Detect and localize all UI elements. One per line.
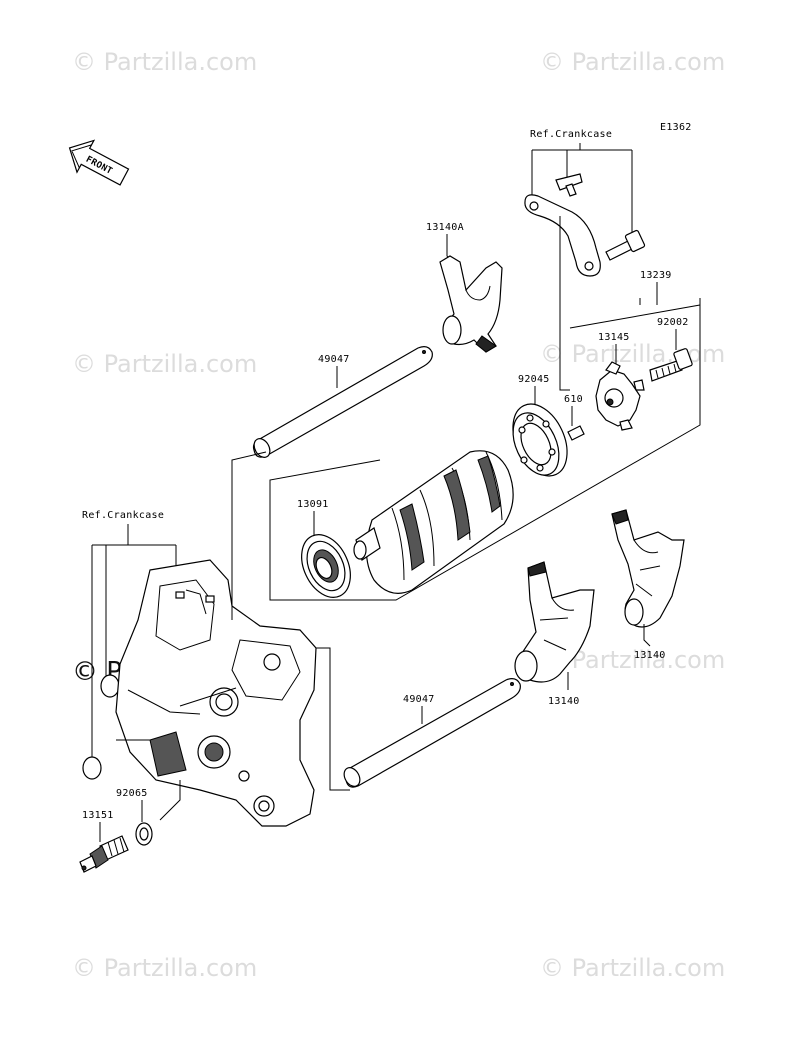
watermark-top-left: © Partzilla.com [72, 48, 257, 76]
label-13151: 13151 [82, 810, 114, 821]
bearing-13091: 13091 [297, 499, 351, 598]
watermark-bottom-left: © Partzilla.com [72, 954, 257, 982]
label-610: 610 [564, 394, 583, 405]
bearing-92045: 92045 [512, 374, 568, 477]
label-13145: 13145 [598, 332, 630, 343]
bolt-92002: 92002 [649, 317, 693, 382]
neutral-switch-13151: 13151 [79, 810, 129, 873]
watermark-bottom-right: © Partzilla.com [540, 954, 725, 982]
crankcase-housing [115, 559, 317, 827]
label-13239: 13239 [640, 270, 672, 281]
label-49047-top: 49047 [318, 354, 350, 365]
label-13140-right: 13140 [634, 650, 666, 661]
front-arrow: FRONT [68, 139, 130, 186]
label-92002: 92002 [657, 317, 689, 328]
shift-cam-13145: 13145 [595, 332, 645, 431]
pin-610: 610 [564, 394, 585, 441]
label-13091: 13091 [297, 499, 329, 510]
dowel-pin-upper [100, 674, 120, 698]
shift-fork-13140-mid: 13140 [514, 561, 595, 707]
watermark-mid-left: © Partzilla.com [72, 350, 257, 378]
ref-crankcase-top-group: Ref.Crankcase [524, 129, 646, 391]
bracket-bolt [605, 229, 646, 261]
watermark-top-right: © Partzilla.com [540, 48, 725, 76]
shift-rod-49047-bottom: 49047 [316, 647, 521, 791]
watermark-mid-right: © Partzilla.com [540, 340, 725, 368]
shift-rod-49047-top: 49047 [252, 346, 433, 458]
label-92065: 92065 [116, 788, 148, 799]
washer-92065: 92065 [116, 780, 181, 846]
shift-drum [353, 450, 514, 594]
bracket-screw [555, 173, 583, 197]
label-ref-crankcase-left: Ref.Crankcase [82, 510, 164, 521]
dowel-pin-lower [82, 756, 102, 780]
label-49047-bottom: 49047 [403, 694, 435, 705]
shift-fork-13140A: 13140A [426, 222, 503, 353]
ref-crankcase-left-group: Ref.Crankcase [82, 510, 177, 780]
label-ref-crankcase-top: Ref.Crankcase [530, 129, 612, 140]
label-92045: 92045 [518, 374, 550, 385]
leader-rod-top-to-case [231, 451, 267, 620]
bracket-plate [524, 194, 601, 277]
shift-fork-13140-right: 13140 [611, 509, 685, 661]
label-13140A: 13140A [426, 222, 464, 233]
diagram-code: E1362 [660, 122, 692, 133]
label-13140-mid: 13140 [548, 696, 580, 707]
